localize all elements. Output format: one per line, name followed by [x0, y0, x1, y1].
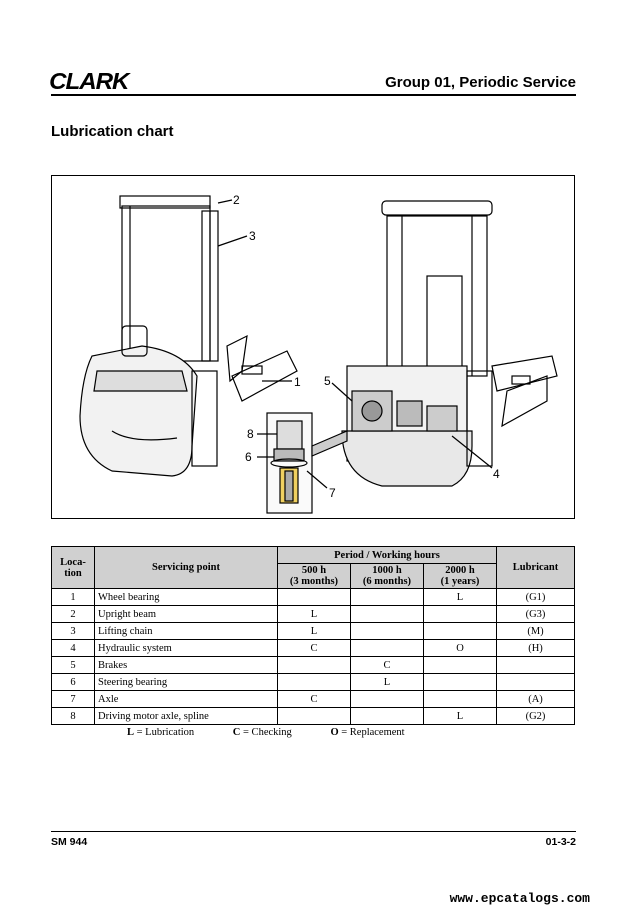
cell-500h — [277, 656, 351, 674]
cell-lubricant: (G1) — [496, 588, 575, 606]
header-rule — [51, 94, 576, 96]
cell-location: 6 — [51, 673, 95, 691]
group-title: Group 01, Periodic Service — [385, 74, 576, 91]
header-period-2000: 2000 h(1 years) — [423, 563, 497, 589]
header-servicing-point: Servicing point — [94, 546, 278, 589]
cell-500h: L — [277, 605, 351, 623]
cell-location: 8 — [51, 707, 95, 725]
cell-lubricant: (G3) — [496, 605, 575, 623]
header-location: Loca-tion — [51, 546, 95, 589]
callout-6: 6 — [245, 450, 252, 464]
callout-4: 4 — [493, 467, 500, 481]
cell-2000h: L — [423, 707, 497, 725]
legend: L = Lubrication C = Checking O = Replace… — [127, 727, 441, 738]
cell-servicing-point: Wheel bearing — [94, 588, 278, 606]
cell-2000h — [423, 605, 497, 623]
callout-7: 7 — [329, 486, 336, 500]
header-lubricant: Lubricant — [496, 546, 575, 589]
cell-1000h — [350, 605, 424, 623]
watermark: www.epcatalogs.com — [449, 891, 590, 906]
cell-2000h — [423, 656, 497, 674]
cell-1000h — [350, 690, 424, 708]
cell-servicing-point: Lifting chain — [94, 622, 278, 640]
cell-2000h — [423, 690, 497, 708]
section-title: Lubrication chart — [51, 123, 174, 140]
cell-location: 3 — [51, 622, 95, 640]
cell-500h — [277, 707, 351, 725]
cell-lubricant: (G2) — [496, 707, 575, 725]
cell-servicing-point: Axle — [94, 690, 278, 708]
lubrication-table: Loca-tion Servicing point Period / Worki… — [51, 546, 575, 725]
cell-servicing-point: Hydraulic system — [94, 639, 278, 657]
cell-location: 2 — [51, 605, 95, 623]
cell-servicing-point: Driving motor axle, spline — [94, 707, 278, 725]
cell-lubricant: (H) — [496, 639, 575, 657]
cell-servicing-point: Steering bearing — [94, 673, 278, 691]
page-number: 01-3-2 — [545, 836, 576, 848]
cell-1000h: L — [350, 673, 424, 691]
cell-servicing-point: Brakes — [94, 656, 278, 674]
cell-500h — [277, 673, 351, 691]
callout-2: 2 — [233, 193, 240, 207]
cell-2000h: O — [423, 639, 497, 657]
document-number: SM 944 — [51, 836, 88, 848]
cell-500h: C — [277, 690, 351, 708]
truck-illustration: 1 2 3 4 5 6 7 8 — [79, 193, 558, 514]
cell-2000h: L — [423, 588, 497, 606]
callout-1: 1 — [294, 375, 301, 389]
cell-location: 1 — [51, 588, 95, 606]
header-period-500: 500 h(3 months) — [277, 563, 351, 589]
callout-8: 8 — [247, 427, 254, 441]
cell-500h: C — [277, 639, 351, 657]
footer-rule — [51, 831, 576, 832]
legend-replacement: O = Replacement — [330, 727, 405, 738]
header-period-1000: 1000 h(6 months) — [350, 563, 424, 589]
cell-lubricant — [496, 673, 575, 691]
cell-location: 4 — [51, 639, 95, 657]
cell-location: 7 — [51, 690, 95, 708]
cell-lubricant — [496, 656, 575, 674]
cell-1000h — [350, 707, 424, 725]
legend-checking: C = Checking — [232, 727, 292, 738]
header-period: Period / Working hours — [277, 546, 497, 564]
cell-1000h: C — [350, 656, 424, 674]
cell-1000h — [350, 639, 424, 657]
legend-lubrication: L = Lubrication — [127, 727, 195, 738]
cell-servicing-point: Upright beam — [94, 605, 278, 623]
cell-location: 5 — [51, 656, 95, 674]
cell-2000h — [423, 622, 497, 640]
callout-3: 3 — [249, 229, 256, 243]
clark-logo: CLARK — [49, 68, 129, 94]
callout-5: 5 — [324, 374, 331, 388]
cell-1000h — [350, 622, 424, 640]
cell-2000h — [423, 673, 497, 691]
lubrication-figure: 1 2 3 4 5 6 7 8 — [51, 175, 575, 519]
cell-500h: L — [277, 622, 351, 640]
cell-lubricant: (A) — [496, 690, 575, 708]
cell-1000h — [350, 588, 424, 606]
cell-500h — [277, 588, 351, 606]
cell-lubricant: (M) — [496, 622, 575, 640]
